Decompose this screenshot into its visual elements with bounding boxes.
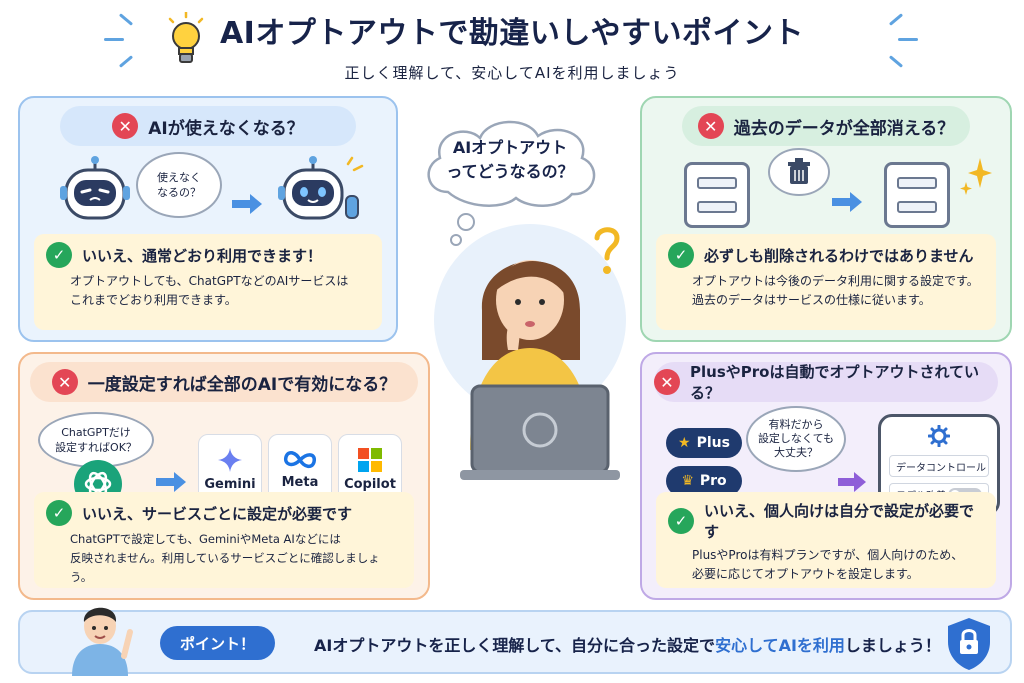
data-control-row[interactable]: データコントロール [889,455,989,477]
thought-bubble: 有料だから設定しなくても大丈夫？ [746,406,846,472]
bubble-line: ChatGPTだけ [61,426,131,439]
thought-bubble: 使えなくなるの？ [136,152,222,218]
logo-label: Gemini [204,476,256,492]
check-icon: ✓ [46,500,72,526]
plan-label: Pro [699,473,727,489]
bubble-line: 設定しなくても [757,432,835,445]
wrong-x-icon: ✕ [51,369,78,395]
page-subtitle: 正しく理解して、安心してAIを利用しましょう [344,64,680,82]
bubble-line: 有料だから [768,418,824,431]
answer-line: PlusやProは有料プランですが、個人向けのため、 [692,548,964,562]
bubble-line: 使えなく [157,171,201,184]
question-mark-icon [594,227,620,274]
happy-robot-icon [278,156,364,220]
myth-card-data-deleted: ✕ 過去のデータが全部消える？ ✓ 必ずしも削除されるわけではありません オプト… [640,96,1012,342]
answer-box: ✓ 必ずしも削除されるわけではありません オプトアウトは今後のデータ利用に関する… [656,234,996,330]
meta-infinity-icon [283,450,317,468]
pointing-man-illustration [72,607,133,676]
star-icon: ★ [678,435,691,451]
myth-header: ✕ 過去のデータが全部消える？ [682,106,970,146]
plus-plan-badge: ★ Plus [666,428,742,458]
footer-text-part: AIオプトアウトを正しく理解して、自分に合った設定で [314,636,716,655]
plan-label: Plus [696,435,730,451]
gear-icon [928,425,950,447]
answer-line: これまでどおり利用できます。 [70,293,237,307]
answer-line: 反映されません。利用しているサービスごとに確認しましょう。 [70,551,380,584]
windows-logo-icon [358,447,382,472]
answer-title: いいえ、サービスごとに設定が必要です [82,504,353,523]
check-icon: ✓ [668,242,694,268]
trash-bubble-icon [768,148,830,196]
data-card-icon [884,162,950,228]
answer-line: オプトアウトしても、ChatGPTなどのAIサービスは [70,274,349,288]
logo-label: Copilot [344,476,396,492]
gemini-star-icon [218,447,242,472]
footer-banner: ポイント！ AIオプトアウトを正しく理解して、自分に合った設定で安心してAIを利… [18,607,1012,676]
check-icon: ✓ [668,508,694,534]
woman-with-laptop-illustration [434,213,626,480]
myth-card-ai-unusable: ✕ AIが使えなくなる？ 使えなくなるの？ ✓ いいえ、通 [18,96,398,342]
myth-header: ✕ 一度設定すれば全部のAIで有効になる？ [30,362,418,402]
myth-text: 過去のデータが全部消える？ [733,118,955,139]
wrong-x-icon: ✕ [112,113,139,139]
question-line: ってどうなるの？ [446,162,574,181]
decor-ray [104,38,124,41]
answer-box: ✓ いいえ、通常どおり利用できます！ オプトアウトしても、ChatGPTなどのA… [34,234,382,330]
wrong-x-icon: ✕ [697,113,724,139]
myth-card-paid-plans: ✕ PlusやProは自動でオプトアウトされている？ ★ Plus ♛ Pro … [640,352,1012,600]
question-line: AIオプトアウト [452,138,568,157]
answer-line: オプトアウトは今後のデータ利用に関する設定です。 [692,274,979,288]
bubble-line: 大丈夫？ [774,446,818,459]
logo-label: Meta [281,474,319,490]
arrow-right-icon [832,192,862,212]
answer-box: ✓ いいえ、個人向けは自分で設定が必要です PlusやProは有料プランですが、… [656,492,996,588]
answer-line: ChatGPTで設定しても、GeminiやMeta AIなどには [70,532,341,546]
myth-header: ✕ AIが使えなくなる？ [60,106,356,146]
footer-text-part: しましょう！ [844,636,941,655]
question-cloud-bubble [427,120,596,207]
answer-line: 過去のデータはサービスの仕様に従います。 [692,293,931,307]
answer-title: いいえ、個人向けは自分で設定が必要です [704,502,975,541]
answer-title: いいえ、通常どおり利用できます！ [82,246,323,265]
wrong-x-icon: ✕ [654,369,680,395]
data-card-icon [684,162,750,228]
center-question: AIオプトアウト ってどうなるの？ [418,136,602,184]
sparkle-icon [960,158,992,195]
page-title: AIオプトアウトで勘違いしやすいポイント [219,16,805,51]
point-badge: ポイント！ [160,626,276,660]
arrow-right-icon [232,194,262,214]
bubble-line: なるの？ [157,186,201,199]
bubble-line: 設定すればOK？ [55,441,137,454]
decor-ray [898,38,918,41]
myth-text: AIが使えなくなる？ [148,118,304,139]
shield-lock-icon [948,618,990,670]
arrow-right-icon [156,472,186,492]
myth-text: 一度設定すれば全部のAIで有効になる？ [87,374,397,395]
answer-box: ✓ いいえ、サービスごとに設定が必要です ChatGPTで設定しても、Gemin… [34,492,414,588]
crown-icon: ♛ [681,473,694,489]
arrow-right-icon [838,472,866,492]
check-icon: ✓ [46,242,72,268]
lightbulb-icon [168,12,204,63]
myth-text: PlusやProは自動でオプトアウトされている？ [690,363,979,402]
myth-header: ✕ PlusやProは自動でオプトアウトされている？ [654,362,998,402]
pro-plan-badge: ♛ Pro [666,466,742,496]
footer-highlight: 安心してAIを利用 [715,636,845,655]
sad-robot-icon [60,156,130,220]
myth-card-all-services: ✕ 一度設定すれば全部のAIで有効になる？ ChatGPTだけ設定すればOK？ … [18,352,430,600]
footer-message: AIオプトアウトを正しく理解して、自分に合った設定で安心してAIを利用しましょう… [314,632,941,656]
answer-title: 必ずしも削除されるわけではありません [704,246,974,265]
row-label: データコントロール [896,462,986,474]
answer-line: 必要に応じてオプトアウトを設定します。 [692,567,919,581]
